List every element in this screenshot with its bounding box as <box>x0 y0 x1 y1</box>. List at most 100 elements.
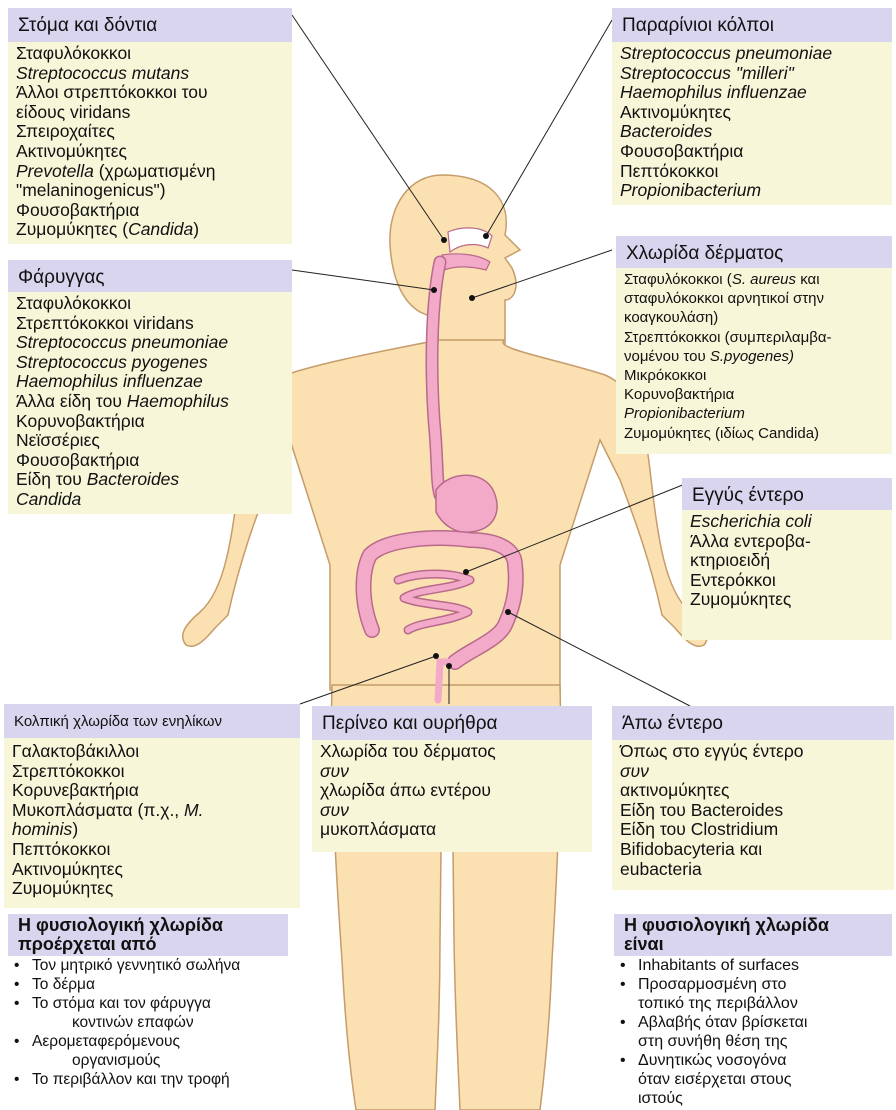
mouth-section-title: Στόμα και δόντια <box>8 8 292 43</box>
staph-label: Σταφυλόκοκκοι ( <box>624 271 732 288</box>
list-item: κτηριοειδή <box>690 551 884 571</box>
pharynx-section-list: Σταφυλόκοκκοι Στρεπτόκοκκοι viridans Str… <box>8 292 292 514</box>
list-item: Τον μητρικό γεννητικό σωλήνα <box>10 956 300 975</box>
vaginal-section-title: Κολπική χλωρίδα των ενηλίκων <box>4 704 300 739</box>
haemophilus-name: Haemophilus <box>127 391 229 411</box>
perineum-section-title: Περίνεο και ουρήθρα <box>312 706 592 741</box>
list-item: Νεϊσσέριες <box>16 431 284 451</box>
list-item: Streptococcus pyogenes <box>16 353 284 373</box>
list-item: Σταφυλόκοκκοι <box>16 294 284 314</box>
list-item: Είδη του Clostridium <box>620 820 886 840</box>
list-item: Στρεπτόκοκκοι (συμπεριλαμβα- <box>624 328 884 347</box>
list-item: Σταφυλόκοκκοι <box>16 44 284 64</box>
list-item: "melaninogenicus") <box>16 181 284 201</box>
origin-box-title: Η φυσιολογική χλωρίδα προέρχεται από <box>8 914 288 956</box>
list-item: hominis) <box>12 820 292 840</box>
prevotella-name: Prevotella <box>16 161 94 181</box>
list-item: Το δέρμα <box>10 975 300 994</box>
origin-list: Τον μητρικό γεννητικό σωλήνα Το δέρμα Το… <box>10 956 300 1089</box>
list-item-continuation: κοντινών επαφών <box>10 1013 300 1032</box>
skin-section-title: Χλωρίδα δέρματος <box>616 236 892 271</box>
list-item: Propionibacterium <box>620 181 884 201</box>
list-item: συν <box>620 762 886 782</box>
list-item: μυκοπλάσματα <box>320 820 584 840</box>
list-item: Προσαρμοσμένη στο <box>616 975 894 994</box>
list-item: Σπειροχαίτες <box>16 122 284 142</box>
list-item: Μικρόκοκκοι <box>624 366 884 385</box>
bacteroides-name: Bacteroides <box>87 469 179 489</box>
list-item: eubacteria <box>620 860 886 880</box>
list-item: νομένου του S.pyogenes) <box>624 347 884 366</box>
list-item: Γαλακτοβάκιλλοι <box>12 742 292 762</box>
list-item: Αερομεταφερόμενους <box>10 1032 300 1051</box>
stomach <box>436 475 497 532</box>
list-item: Ζυμομύκητες <box>690 590 884 610</box>
list-item: Ακτινομύκητες <box>620 103 884 123</box>
list-item: Haemophilus influenzae <box>620 83 884 103</box>
yeast-label: Ζυμομύκητες ( <box>16 219 128 239</box>
list-item: χλωρίδα άπω εντέρου <box>320 781 584 801</box>
nature-box-title: Η φυσιολογική χλωρίδα είναι <box>614 914 892 956</box>
list-item: Escherichia coli <box>690 512 884 532</box>
close-paren: ) <box>72 819 78 839</box>
list-item: Πεπτόκοκκοι <box>12 840 292 860</box>
list-item: σταφυλόκοκκοι αρνητικοί στην <box>624 289 884 308</box>
list-item: Candida <box>16 490 284 510</box>
list-item-continuation: όταν εισέρχεται στους <box>616 1070 894 1089</box>
mycoplasma-label: Μυκοπλάσματα (π.χ., <box>12 800 179 820</box>
hominis-name: hominis <box>12 819 72 839</box>
list-item-continuation: ιστούς <box>616 1089 894 1108</box>
list-item: Κορυνοβακτήρια <box>624 385 884 404</box>
list-item: Χλωρίδα του δέρματος <box>320 742 584 762</box>
s-aureus-name: S. aureus <box>732 271 796 288</box>
nature-list: Inhabitants of surfaces Προσαρμοσμένη στ… <box>616 956 894 1108</box>
list-item: Prevotella (χρωματισμένη <box>16 162 284 182</box>
vaginal-section-list: Γαλακτοβάκιλλοι Στρεπτόκοκκοι Κορυνεβακτ… <box>4 738 300 908</box>
list-item-continuation: οργανισμούς <box>10 1051 300 1070</box>
list-item: Κορυνοβακτήρια <box>16 412 284 432</box>
list-item: Ζυμομύκητες (ιδίως Candida) <box>624 424 884 443</box>
list-item: Άλλα εντεροβα- <box>690 532 884 552</box>
small-intestine-section-title: Εγγύς έντερο <box>682 478 892 513</box>
skin-section-list: Σταφυλόκοκκοι (S. aureus και σταφυλόκοκκ… <box>616 268 892 454</box>
including-label: νομένου του <box>624 348 710 365</box>
s-pyogenes-name: S.pyogenes) <box>710 348 794 365</box>
list-item: Είδη του Bacteroides <box>620 801 886 821</box>
other-species-label: Άλλα είδη του <box>16 391 122 411</box>
list-item: Φουσοβακτήρια <box>16 201 284 221</box>
list-item: ακτινομύκητες <box>620 781 886 801</box>
list-item: Ακτινομύκητες <box>12 860 292 880</box>
origin-title-line-1: Η φυσιολογική χλωρίδα <box>18 916 280 935</box>
list-item: Streptococcus mutans <box>16 64 284 84</box>
list-item: Το στόμα και τον φάρυγγα <box>10 994 300 1013</box>
sinus-section-title: Παραρίνιοι κόλποι <box>612 8 892 43</box>
list-item: Inhabitants of surfaces <box>616 956 894 975</box>
list-item: συν <box>320 801 584 821</box>
list-item: Πεπτόκοκκοι <box>620 162 884 182</box>
list-item: Bifidobacyteria και <box>620 840 886 860</box>
large-intestine-section-list: Όπως στο εγγύς έντερο συν ακτινομύκητες … <box>612 740 894 890</box>
candida-name: Candida <box>128 219 193 239</box>
list-item: Φουσοβακτήρια <box>16 451 284 471</box>
list-item: Σταφυλόκοκκοι (S. aureus και <box>624 270 884 289</box>
list-item: Ζυμομύκητες (Candida) <box>16 220 284 240</box>
list-item: κοαγκουλάση) <box>624 308 884 327</box>
list-item: Streptococcus "milleri" <box>620 64 884 84</box>
list-item: Ακτινομύκητες <box>16 142 284 162</box>
list-item: Φουσοβακτήρια <box>620 142 884 162</box>
list-item-continuation: στη συνήθη θέση της <box>616 1032 894 1051</box>
nature-title-line-2: είναι <box>624 935 884 954</box>
species-of-label: Είδη του <box>16 469 82 489</box>
list-item: Streptococcus pneumoniae <box>620 44 884 64</box>
list-item: Εντερόκκοι <box>690 571 884 591</box>
list-item: Άλλα είδη του Haemophilus <box>16 392 284 412</box>
yeast-close: ) <box>193 219 199 239</box>
list-item: Άλλοι στρεπτόκοκκοι του <box>16 83 284 103</box>
list-item: Δυνητικώς νοσογόνα <box>616 1051 894 1070</box>
prevotella-note: (χρωματισμένη <box>99 161 216 181</box>
list-item: Haemophilus influenzae <box>16 372 284 392</box>
and-label: και <box>796 271 820 288</box>
list-item: είδους viridans <box>16 103 284 123</box>
m-initial: M. <box>184 800 203 820</box>
list-item: Μυκοπλάσματα (π.χ., M. <box>12 801 292 821</box>
